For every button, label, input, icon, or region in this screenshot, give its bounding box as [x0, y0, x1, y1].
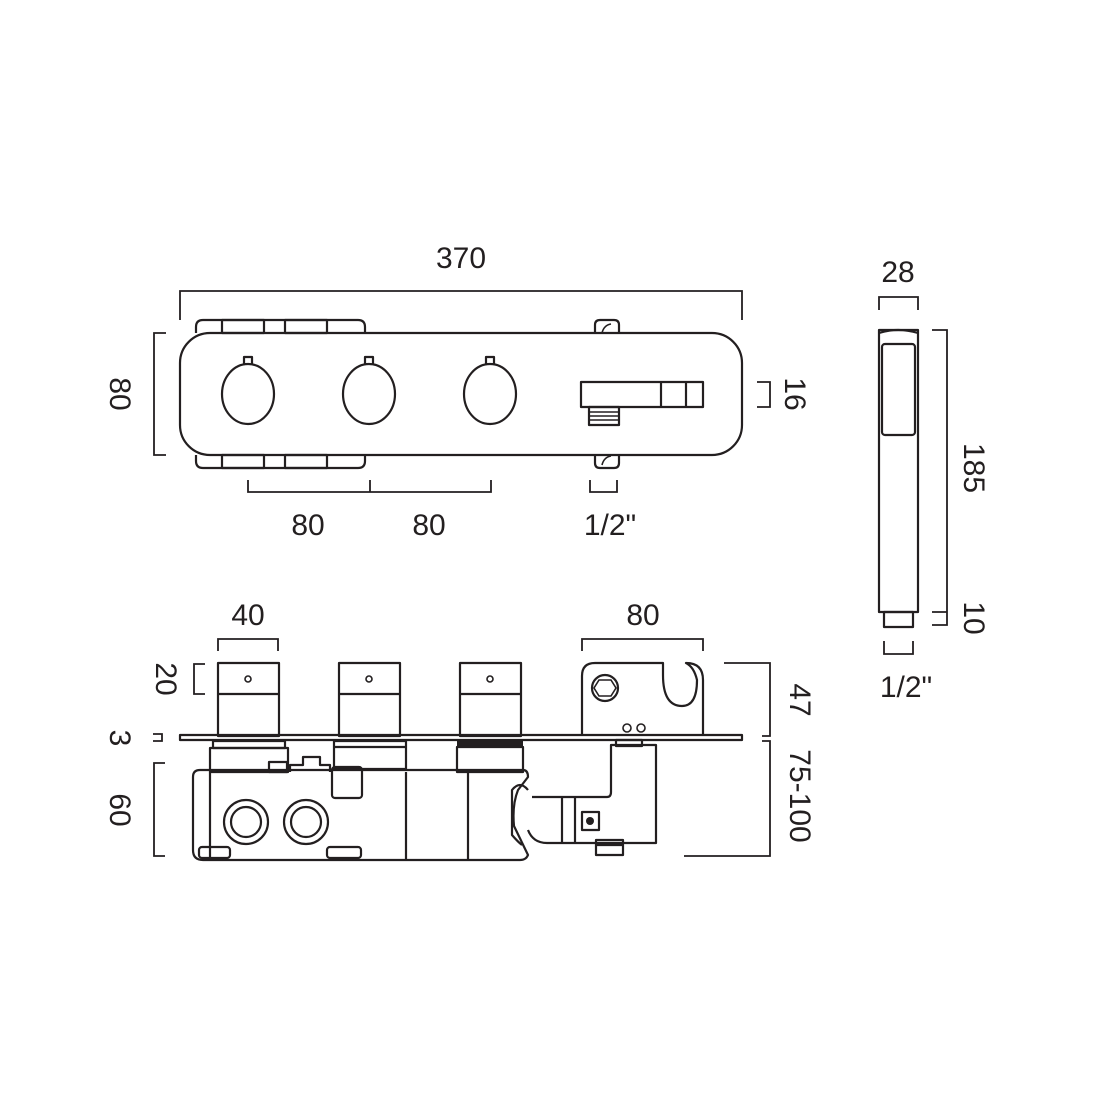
height-label: 80	[103, 377, 136, 410]
handle-spacing-2-label: 80	[412, 509, 445, 542]
control-handle-2	[341, 355, 397, 426]
handle-spacing-1-label: 80	[291, 509, 324, 542]
faceplate	[178, 331, 744, 457]
plate-thickness-label: 3	[103, 730, 136, 747]
front-view: 370 80	[103, 242, 811, 542]
outlet-projection-label: 16	[778, 377, 811, 410]
control-handle-3	[462, 355, 518, 426]
bracket-width-dimension: 80	[581, 599, 704, 651]
handle-side-1	[216, 661, 281, 738]
install-depth-label: 75-100	[783, 749, 816, 842]
connector-length-label: 10	[957, 601, 990, 634]
handle-spacing-dimension: 80 80	[247, 480, 492, 542]
mounting-box-tabs-top	[194, 318, 367, 335]
install-depth-dimension: 75-100	[684, 740, 816, 857]
body-depth-dimension: 60	[103, 762, 165, 857]
handset-bracket	[580, 661, 705, 736]
mounting-box-tabs-bottom	[194, 453, 367, 470]
handset-length-label: 185	[957, 443, 990, 493]
handset-connection-label: 1/2"	[880, 671, 932, 704]
outlet-connection-dimension: 1/2"	[584, 480, 636, 542]
faceplate-edge	[178, 733, 744, 742]
shower-handset	[877, 328, 920, 629]
projection-dimension: 47	[724, 662, 816, 737]
handset-connection-dimension: 1/2"	[880, 641, 932, 704]
handle-side-2	[337, 661, 402, 738]
outlet-projection-dimension: 16	[757, 377, 811, 411]
handle-width-dimension: 40	[217, 599, 279, 651]
handle-depth-label: 20	[149, 662, 182, 695]
projection-label: 47	[783, 683, 816, 716]
shower-outlet-holder	[579, 380, 705, 427]
handle-width-label: 40	[231, 599, 264, 632]
bracket-width-label: 80	[626, 599, 659, 632]
handset-width-label: 28	[881, 256, 914, 289]
valve-body	[191, 738, 658, 862]
control-handle-1	[220, 355, 276, 426]
handset-length-dimension: 185 10	[932, 329, 990, 635]
handset-view: 28 185 10 1/2"	[877, 256, 990, 704]
outlet-connection-label: 1/2"	[584, 509, 636, 542]
body-depth-label: 60	[103, 793, 136, 826]
overall-width-label: 370	[436, 242, 486, 275]
overall-width-dimension: 370	[179, 242, 743, 320]
height-dimension: 80	[103, 332, 166, 456]
side-view: 40 20 80	[103, 599, 816, 862]
handset-width-dimension: 28	[878, 256, 919, 310]
bracket-tabs	[593, 318, 621, 470]
handle-side-3	[458, 661, 523, 738]
handle-depth-dimension: 20	[149, 662, 205, 696]
plate-thickness-dimension: 3	[103, 730, 163, 747]
